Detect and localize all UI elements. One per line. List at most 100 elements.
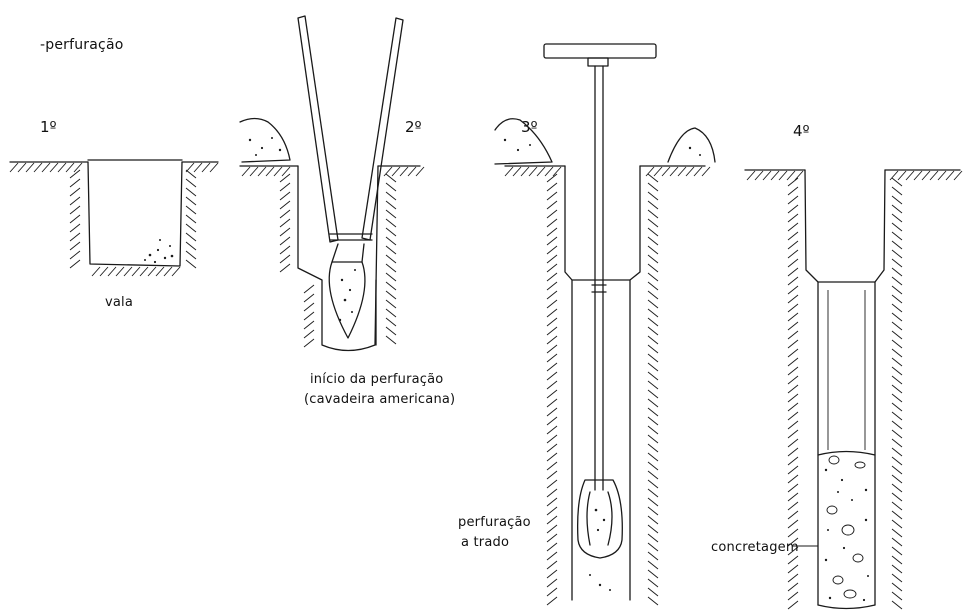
soil-hatch-stroke [788, 394, 798, 402]
soil-hatch-stroke [788, 529, 798, 537]
soil-hatch-stroke [547, 561, 557, 569]
soil-hatch-stroke [274, 167, 282, 176]
soil-hatch-stroke [108, 267, 116, 276]
soil-hatch-stroke [648, 471, 658, 479]
soil-hatch-stroke [547, 255, 557, 263]
soil-hatch-stroke [280, 264, 290, 272]
soil-hatch-stroke [553, 167, 561, 176]
soil-hatch-stroke [892, 565, 902, 573]
soil-hatch-stroke [547, 219, 557, 227]
soil-hatch-stroke [788, 484, 798, 492]
soil-hatch-stroke [70, 242, 80, 250]
step-1-soil-dots [144, 239, 173, 263]
soil-hatch-stroke [892, 484, 902, 492]
soil-hatch-stroke [280, 255, 290, 263]
soil-hatch-stroke [547, 381, 557, 389]
soil-hatch-stroke [648, 327, 658, 335]
soil-hatch-stroke [788, 448, 798, 456]
soil-hatch-stroke [648, 552, 658, 560]
soil-hatch-stroke [547, 192, 557, 200]
soil-hatch-stroke [788, 259, 798, 267]
soil-hatch-stroke [386, 246, 396, 254]
soil-hatch-stroke [648, 381, 658, 389]
soil-hatch-stroke [788, 367, 798, 375]
soil-hatch-stroke [10, 163, 18, 172]
soil-hatch-stroke [242, 167, 250, 176]
soil-hatch-stroke [892, 367, 902, 375]
soil-hatch-stroke [788, 412, 798, 420]
soil-hatch-stroke [164, 267, 172, 276]
soil-hatch-stroke [386, 336, 396, 344]
soil-hatch-stroke [547, 444, 557, 452]
soil-hatch-stroke [892, 322, 902, 330]
soil-hatch-stroke [892, 592, 902, 600]
soil-hatch-stroke [788, 439, 798, 447]
soil-hatch-stroke [788, 385, 798, 393]
soil-hatch-stroke [662, 167, 670, 176]
soil-hatch-stroke [771, 171, 779, 180]
soil-hatch-stroke [386, 219, 396, 227]
soil-hatch-stroke [156, 267, 164, 276]
soil-hatch-stroke [648, 480, 658, 488]
soil-hatch-stroke [946, 171, 954, 180]
soil-hatch-stroke [898, 171, 906, 180]
soil-hatch-stroke [648, 399, 658, 407]
soil-hatch-stroke [892, 232, 902, 240]
soil-hatch-stroke [922, 171, 930, 180]
soil-hatch-stroke [763, 171, 771, 180]
soil-hatch-stroke [788, 511, 798, 519]
soil-hatch-stroke [702, 167, 710, 176]
soil-hatch-stroke [386, 273, 396, 281]
soil-hatch-stroke [648, 255, 658, 263]
soil-hatch-stroke [892, 403, 902, 411]
soil-hatch-stroke [547, 471, 557, 479]
soil-hatch-stroke [648, 174, 658, 182]
soil-hatch-stroke [202, 163, 210, 172]
soil-hatch-stroke [788, 295, 798, 303]
soil-hatch-stroke [648, 309, 658, 317]
soil-hatch-stroke [186, 251, 196, 259]
soil-hatch-stroke [547, 210, 557, 218]
soil-hatch-stroke [648, 219, 658, 227]
soil-hatch-stroke [892, 250, 902, 258]
soil-hatch-stroke [547, 354, 557, 362]
soil-hatch-stroke [186, 179, 196, 187]
soil-hatch-stroke [892, 286, 902, 294]
soil-hatch-stroke [186, 197, 196, 205]
soil-hatch-stroke [386, 228, 396, 236]
soil-hatch-stroke [648, 543, 658, 551]
soil-hatch-stroke [788, 538, 798, 546]
soil-hatch-stroke [914, 171, 922, 180]
soil-hatch-stroke [788, 457, 798, 465]
soil-hatch-stroke [547, 525, 557, 533]
soil-hatch-stroke [755, 171, 763, 180]
soil-hatch-stroke [304, 321, 314, 329]
soil-hatch-stroke [386, 282, 396, 290]
soil-hatch-stroke [513, 167, 521, 176]
soil-hatch-stroke [386, 327, 396, 335]
soil-hatch-stroke [648, 390, 658, 398]
soil-hatch-stroke [670, 167, 678, 176]
soil-hatch-stroke [186, 233, 196, 241]
soil-hatch-stroke [648, 345, 658, 353]
soil-hatch-stroke [678, 167, 686, 176]
soil-hatch-stroke [892, 601, 902, 609]
soil-hatch-stroke [547, 408, 557, 416]
soil-hatch-stroke [304, 294, 314, 302]
soil-hatch-stroke [648, 273, 658, 281]
soil-hatch-stroke [132, 267, 140, 276]
soil-hatch-stroke [788, 358, 798, 366]
soil-hatch-stroke [892, 277, 902, 285]
soil-hatch-stroke [788, 268, 798, 276]
soil-hatch-stroke [648, 336, 658, 344]
soil-hatch-stroke [892, 187, 902, 195]
step-1-soil-hatch [10, 163, 218, 276]
soil-hatch-stroke [648, 192, 658, 200]
soil-hatch-stroke [280, 210, 290, 218]
soil-hatch-stroke [892, 205, 902, 213]
soil-hatch-stroke [788, 583, 798, 591]
soil-hatch-stroke [304, 285, 314, 293]
soil-hatch-stroke [938, 171, 946, 180]
soil-hatch-stroke [954, 171, 962, 180]
